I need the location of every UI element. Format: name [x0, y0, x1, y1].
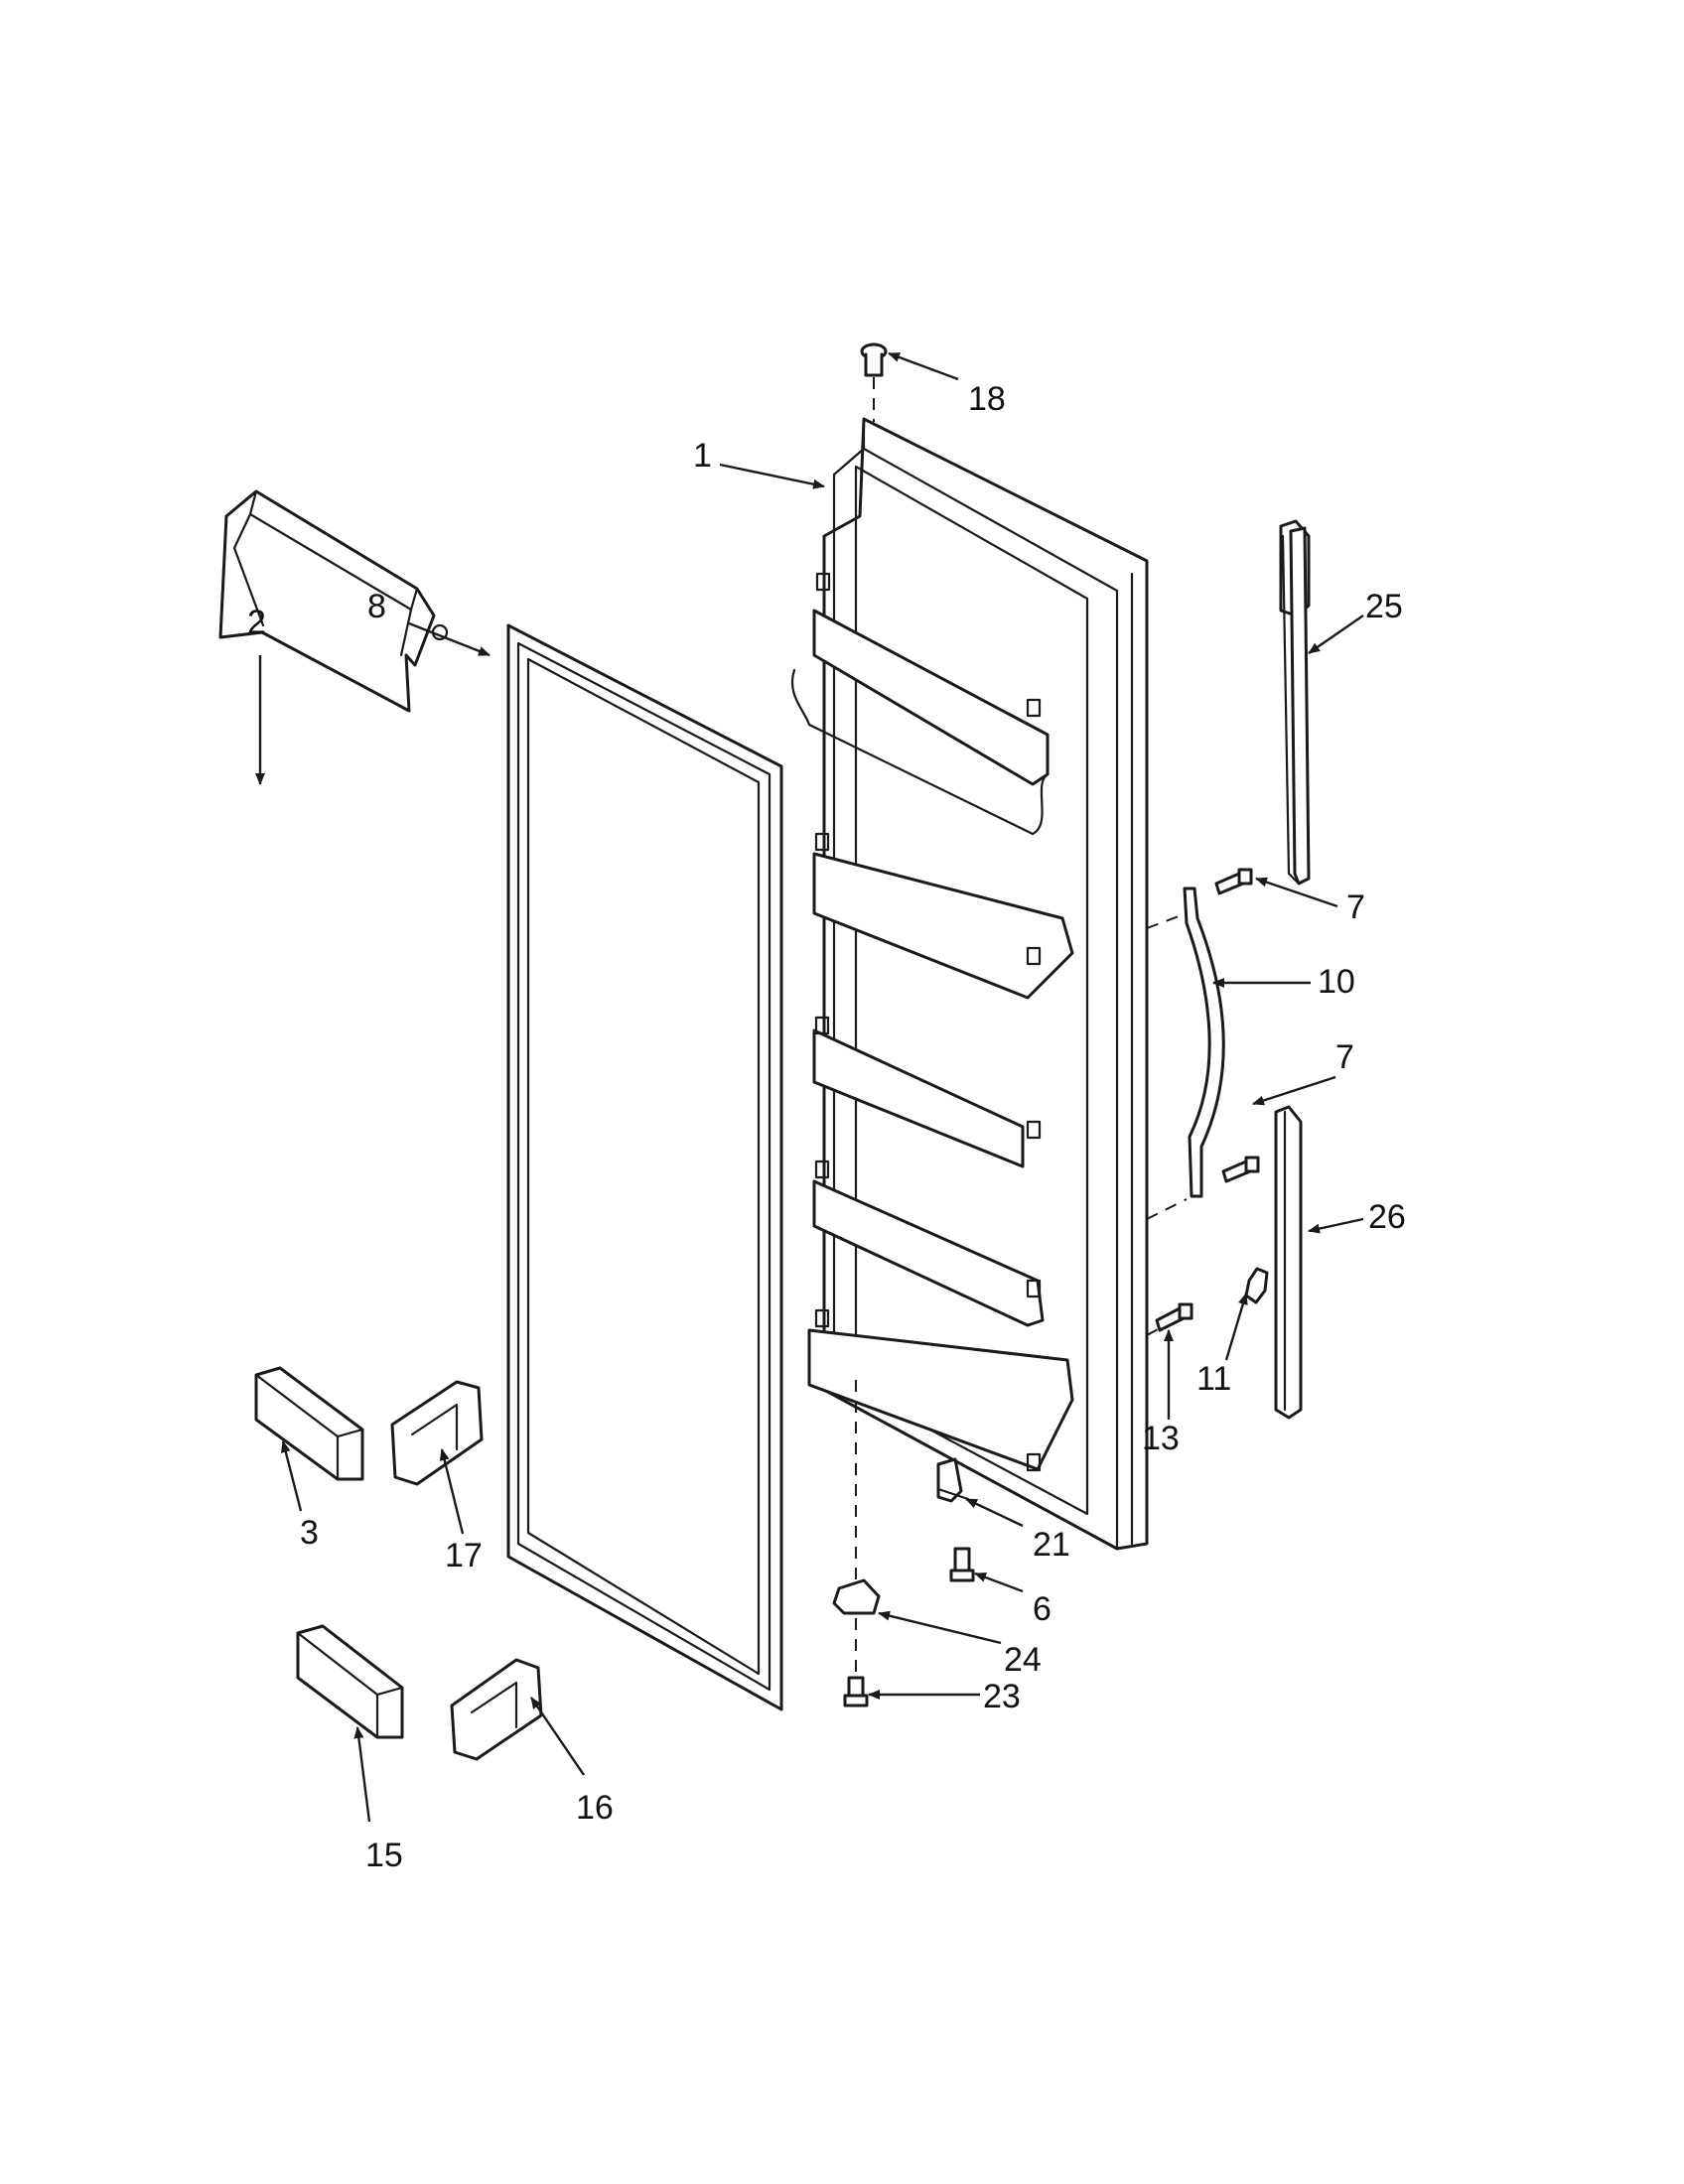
callout-3: 3 [300, 1514, 319, 1552]
callout-24: 24 [1004, 1641, 1042, 1679]
part-24-bracket [832, 1380, 881, 1678]
part-1-door-liner [790, 417, 1149, 1551]
callout-8: 8 [367, 588, 386, 625]
leader-arrows [255, 351, 1364, 1823]
callout-25: 25 [1365, 588, 1403, 625]
part-10-handle [1146, 887, 1225, 1220]
part-23-screw [843, 1676, 869, 1707]
part-11-clip [1244, 1267, 1269, 1304]
callout-26: 26 [1368, 1198, 1406, 1236]
part-26-trim [1274, 1105, 1303, 1420]
callout-11: 11 [1196, 1360, 1231, 1398]
callout-15: 15 [365, 1837, 403, 1874]
callout-7-upper: 7 [1346, 888, 1365, 926]
callout-18: 18 [968, 380, 1006, 418]
callout-2: 2 [247, 604, 266, 641]
callout-10: 10 [1318, 963, 1355, 1001]
callout-1: 1 [693, 437, 712, 475]
part-7-screw-lower [1221, 1156, 1260, 1183]
part-7-screw-upper [1214, 868, 1253, 895]
part-13-screw [1146, 1302, 1193, 1336]
part-18-hinge-pin [860, 342, 888, 422]
part-6-screw [949, 1547, 975, 1582]
part-2-cover [218, 489, 449, 713]
callout-23: 23 [983, 1678, 1021, 1715]
part-25-trim [1279, 519, 1311, 886]
callout-16: 16 [576, 1789, 614, 1827]
callout-17: 17 [445, 1537, 483, 1574]
part-15-trim [296, 1624, 404, 1739]
part-21-hinge [936, 1457, 970, 1503]
callout-7-lower: 7 [1335, 1038, 1354, 1076]
part-8-gasket [506, 623, 783, 1711]
callout-13: 13 [1142, 1420, 1180, 1457]
part-3-trim [254, 1366, 364, 1481]
part-17-clip [390, 1380, 484, 1486]
callout-21: 21 [1033, 1526, 1070, 1564]
callout-6: 6 [1033, 1590, 1052, 1628]
part-16-clip [450, 1658, 543, 1761]
